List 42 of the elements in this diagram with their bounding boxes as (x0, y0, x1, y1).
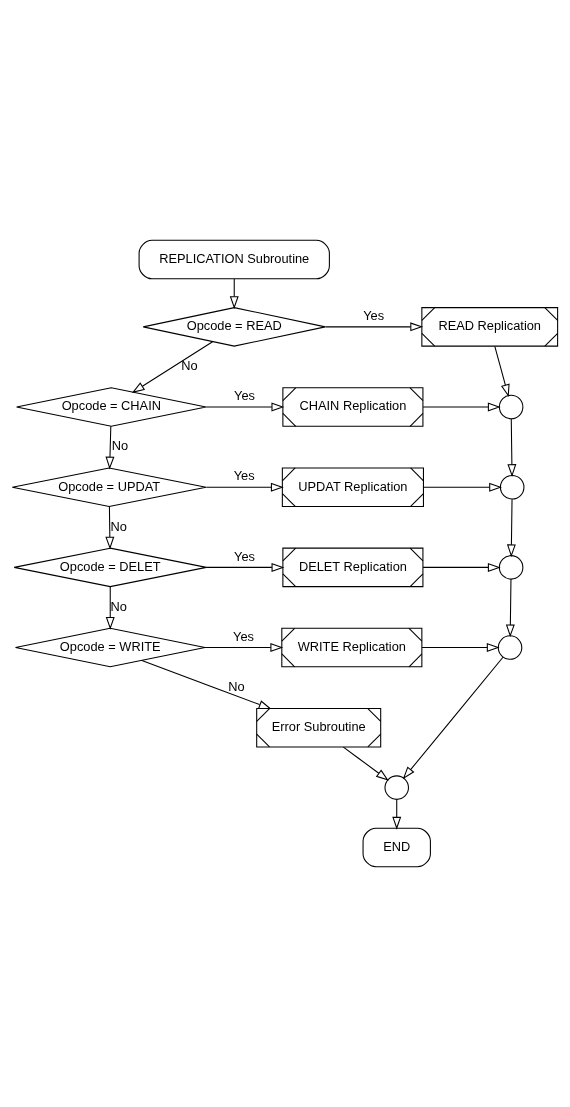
arrow (141, 659, 272, 710)
arrow (422, 562, 501, 572)
edge-label: No (111, 438, 129, 454)
edge-label: Yes (233, 468, 255, 484)
node-diamond: Opcode = UPDAT (11, 467, 207, 507)
arrow (423, 482, 503, 492)
arrow (506, 498, 516, 558)
arrow (324, 322, 424, 332)
arrow (105, 425, 115, 470)
node-diamond: Opcode = CHAIN (16, 387, 207, 427)
edge-label: Yes (234, 388, 256, 404)
node-circle (384, 775, 410, 800)
arrow (421, 643, 500, 653)
arrow (131, 341, 214, 393)
arrow (342, 746, 389, 781)
node-circle (499, 474, 525, 500)
arrow (205, 562, 285, 572)
arrow (105, 506, 115, 550)
edge-label: No (181, 358, 198, 374)
arrow (494, 345, 510, 398)
edge-label: No (110, 598, 127, 614)
arrow (402, 656, 504, 780)
arrow (505, 578, 515, 638)
edge-label: No (110, 518, 127, 534)
arrow (105, 586, 115, 630)
arrow (205, 402, 285, 412)
arrow (204, 643, 284, 653)
node-box: END (362, 827, 431, 868)
node-box: REPLICATION Subroutine (138, 239, 330, 280)
edge-label: Yes (234, 548, 255, 564)
arrow (507, 418, 517, 478)
node-circle (498, 394, 524, 420)
edge-label: No (228, 678, 245, 694)
arrow (205, 482, 284, 492)
node-circle (498, 555, 524, 580)
node-diamond: Opcode = DELET (13, 547, 207, 588)
node-circle (497, 635, 523, 660)
arrow (422, 402, 501, 412)
edge-label: Yes (363, 308, 385, 324)
node-diamond: Opcode = READ (142, 307, 326, 347)
edge-label: Yes (233, 628, 254, 644)
node-diamond: Opcode = WRITE (15, 627, 206, 668)
